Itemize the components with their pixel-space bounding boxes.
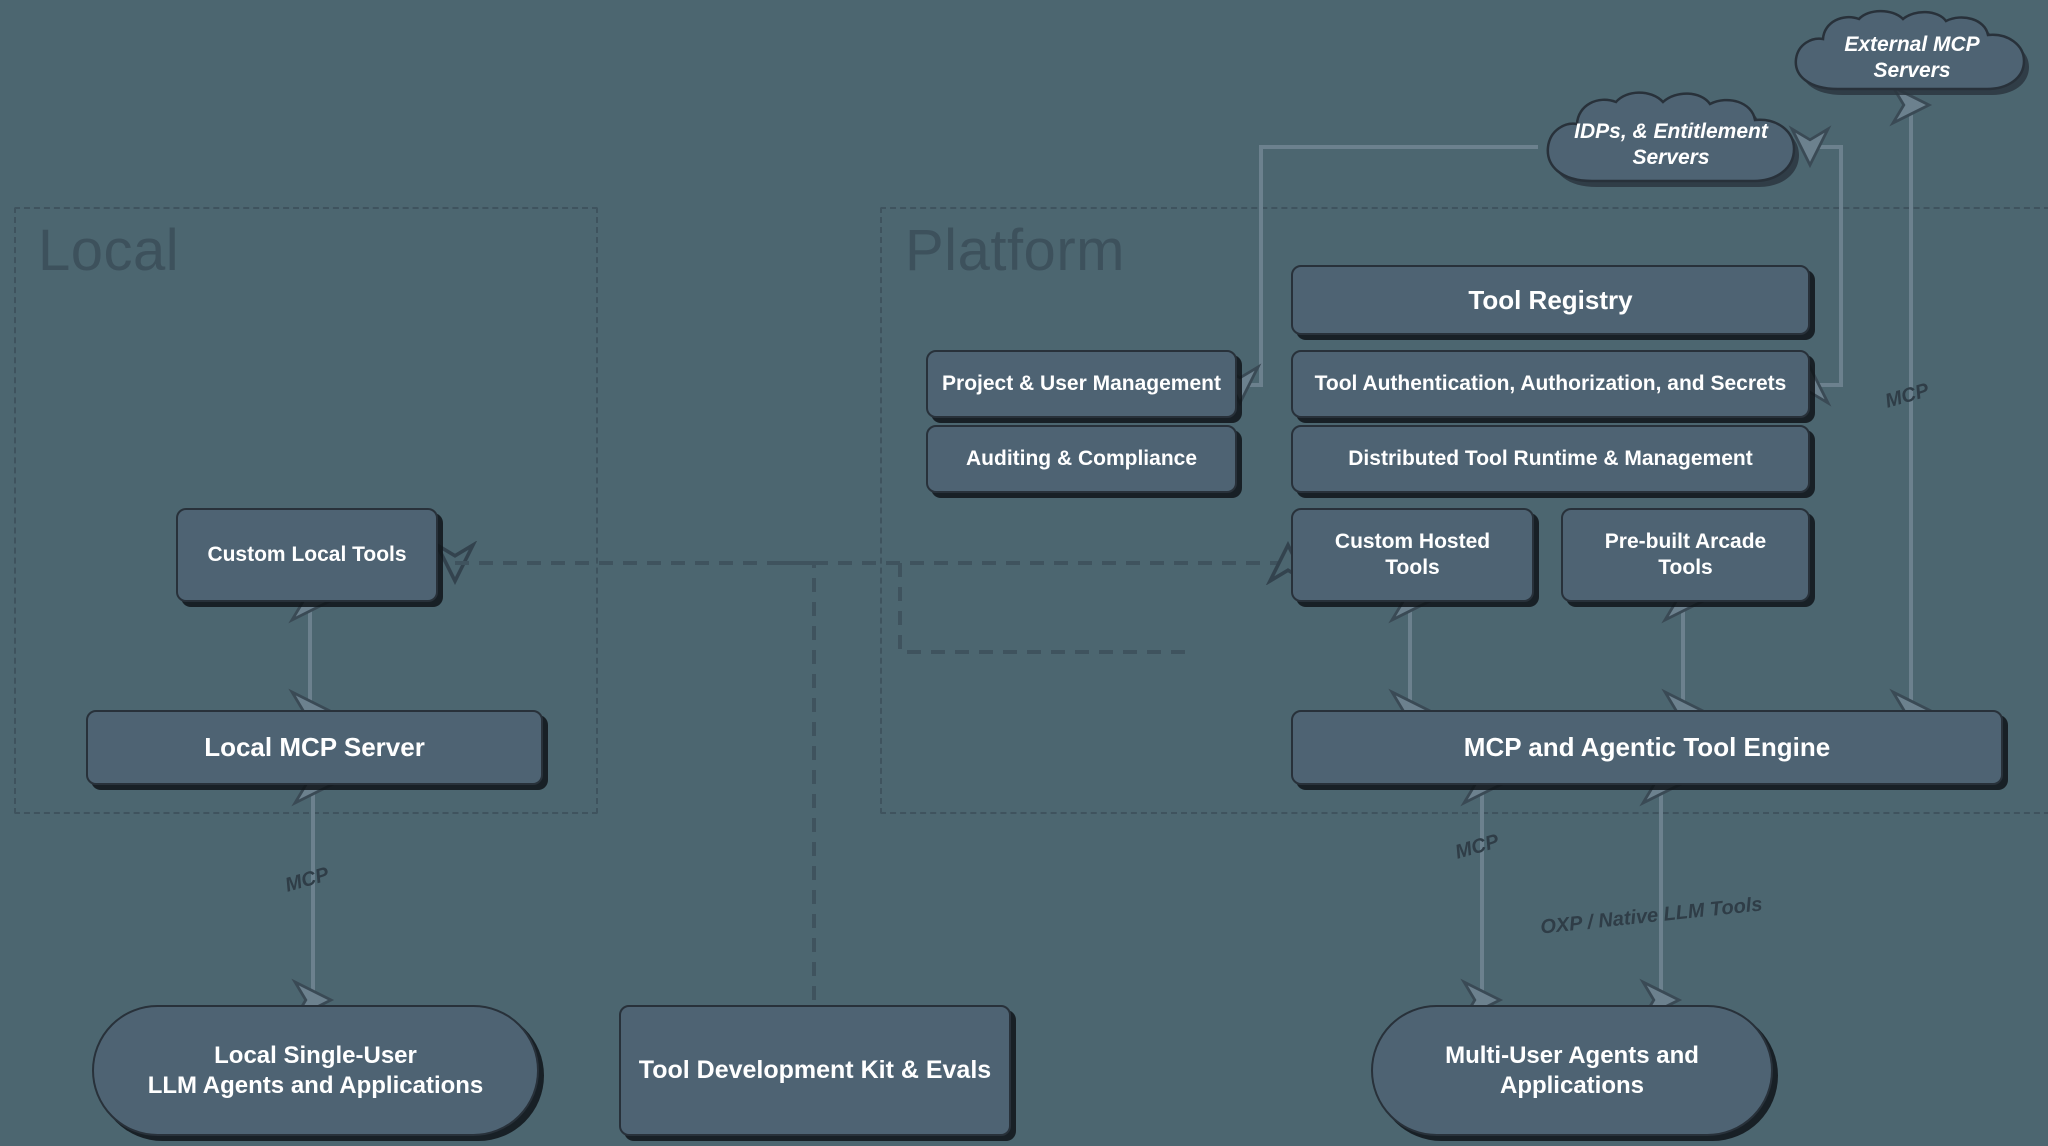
cloud-idps-entitlement-servers: IDPs, & Entitlement Servers bbox=[1530, 88, 1812, 200]
edge-toolauth-idps bbox=[1788, 125, 1843, 407]
zone-platform-label: Platform bbox=[905, 218, 1125, 283]
zone-local-label: Local bbox=[38, 218, 180, 283]
node-local-single-user-agents[interactable]: Local Single-User LLM Agents and Applica… bbox=[92, 1005, 539, 1136]
cloud-external-mcp-servers: External MCP Servers bbox=[1778, 6, 2046, 106]
node-tool-authentication[interactable]: Tool Authentication, Authorization, and … bbox=[1291, 350, 1810, 418]
edge-tdk-backbone bbox=[768, 561, 816, 1000]
node-mcp-agentic-tool-engine[interactable]: MCP and Agentic Tool Engine bbox=[1291, 710, 2003, 785]
edge-tdk-branch-up bbox=[898, 563, 1190, 654]
node-tool-development-kit[interactable]: Tool Development Kit & Evals bbox=[619, 1005, 1011, 1136]
node-multi-user-agents[interactable]: Multi-User Agents and Applications bbox=[1371, 1005, 1773, 1136]
edge-idps-projectuser bbox=[1218, 145, 1538, 407]
node-project-user-management[interactable]: Project & User Management bbox=[926, 350, 1237, 418]
cloud-idps-entitlement-servers-label: IDPs, & Entitlement Servers bbox=[1574, 119, 1768, 169]
node-distributed-tool-runtime[interactable]: Distributed Tool Runtime & Management bbox=[1291, 425, 1810, 493]
node-custom-hosted-tools[interactable]: Custom Hosted Tools bbox=[1291, 508, 1534, 602]
cloud-external-mcp-servers-label: External MCP Servers bbox=[1844, 32, 1980, 82]
node-prebuilt-arcade-tools[interactable]: Pre-built Arcade Tools bbox=[1561, 508, 1810, 602]
node-auditing-compliance[interactable]: Auditing & Compliance bbox=[926, 425, 1237, 493]
node-local-mcp-server[interactable]: Local MCP Server bbox=[86, 710, 543, 785]
node-tool-registry[interactable]: Tool Registry bbox=[1291, 265, 1810, 335]
node-custom-local-tools[interactable]: Custom Local Tools bbox=[176, 508, 438, 602]
